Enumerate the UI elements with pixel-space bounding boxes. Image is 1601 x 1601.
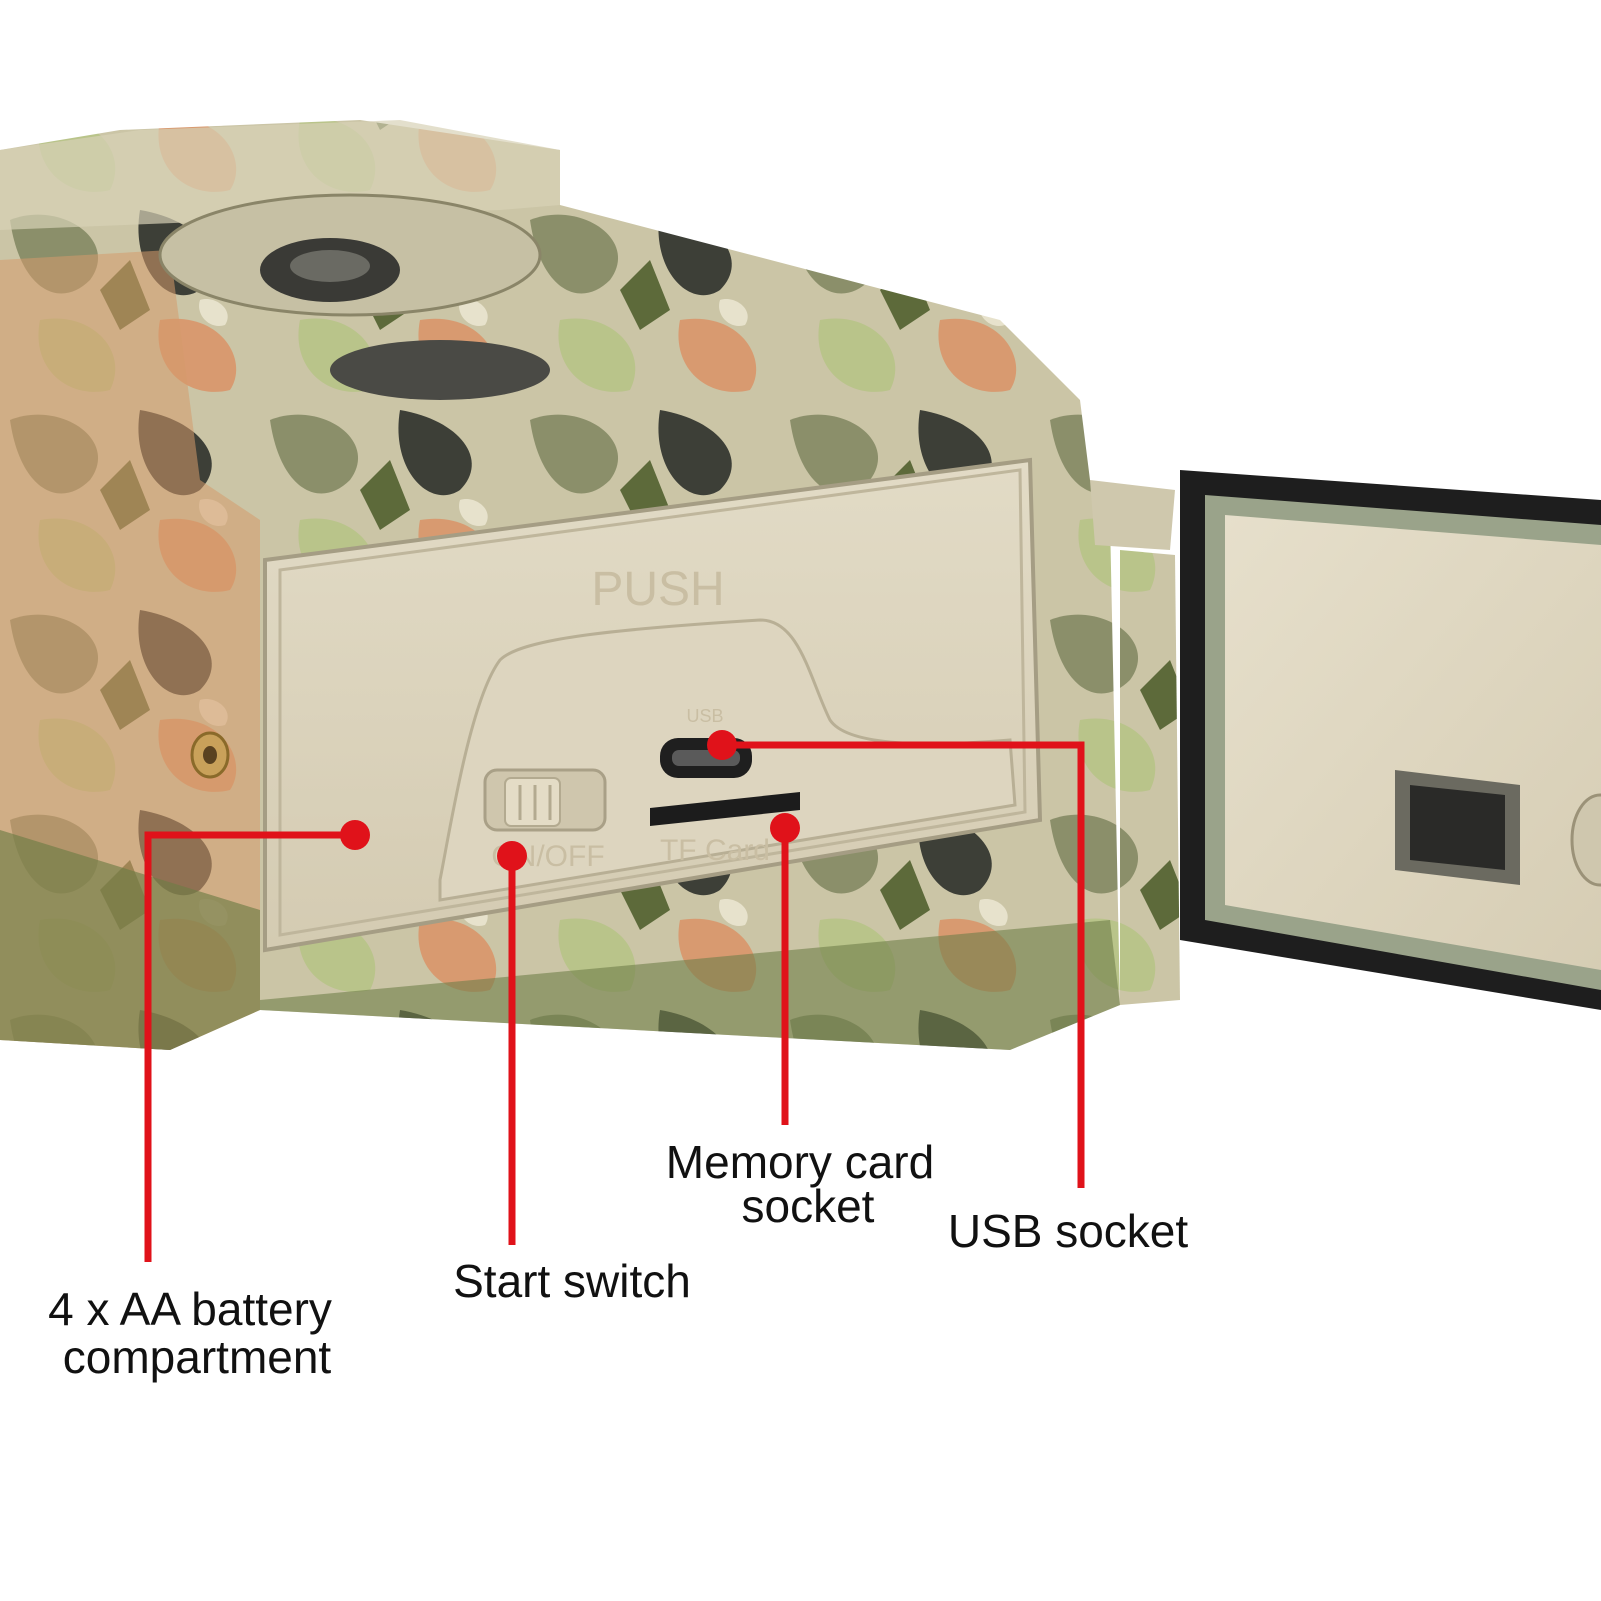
- callout-battery: 4 x AA battery compartment: [48, 820, 370, 1383]
- callout-battery-line-1: 4 x AA battery: [48, 1283, 332, 1335]
- usb-mark: USB: [686, 706, 723, 726]
- callout-usb: USB socket: [707, 730, 1188, 1257]
- callout-dot: [707, 730, 737, 760]
- hinge: [1090, 480, 1180, 1005]
- callout-switch: Start switch: [453, 841, 691, 1307]
- card-mark: TF Card: [660, 834, 770, 867]
- callout-memory-line-2: socket: [742, 1180, 875, 1232]
- callout-switch-line-1: Start switch: [453, 1255, 691, 1307]
- side-door[interactable]: [1180, 470, 1601, 1010]
- callout-battery-line-2: compartment: [63, 1331, 332, 1383]
- callout-dot: [340, 820, 370, 850]
- push-label: PUSH: [591, 563, 724, 616]
- callout-dot: [770, 813, 800, 843]
- callouts: 4 x AA battery compartment Start switch …: [48, 730, 1188, 1383]
- callout-memory: Memory card socket: [666, 813, 934, 1232]
- callout-dot: [497, 841, 527, 871]
- callout-memory-line-1: Memory card: [666, 1136, 934, 1188]
- memory-card-slot[interactable]: TF Card: [650, 792, 800, 867]
- callout-usb-line-1: USB socket: [948, 1205, 1189, 1257]
- pir-sensor: [0, 120, 560, 400]
- tripod-screw: [190, 731, 230, 779]
